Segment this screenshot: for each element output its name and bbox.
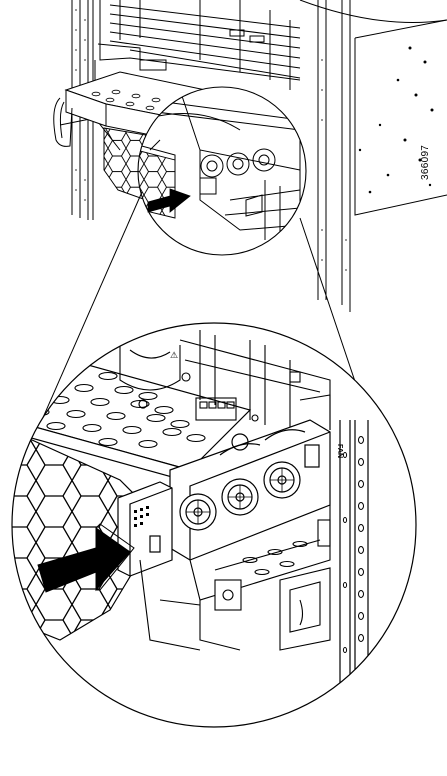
rack-side-panel bbox=[299, 0, 447, 312]
fan-tray-handle-plate[interactable] bbox=[117, 481, 173, 577]
fan-icon bbox=[179, 493, 217, 531]
magnifier-callout-large bbox=[11, 322, 417, 728]
lower-chassis bbox=[139, 505, 331, 651]
chassis-overview bbox=[59, 0, 447, 312]
insertion-arrow-small bbox=[147, 188, 191, 213]
fan-icon bbox=[263, 461, 301, 499]
fan-tray-detail bbox=[169, 419, 331, 561]
fan-tray-tag: FAN bbox=[336, 444, 343, 458]
fan-icon bbox=[221, 478, 259, 516]
rack-rail-detail bbox=[339, 420, 369, 700]
insertion-arrow-icon bbox=[37, 523, 135, 593]
chassis-interior bbox=[119, 330, 331, 430]
figure-id-label: 366097 bbox=[420, 144, 431, 180]
magnifier-callout-small bbox=[137, 86, 307, 256]
warning-icon: ⚠ bbox=[170, 351, 179, 361]
line-card-slots bbox=[99, 0, 301, 90]
